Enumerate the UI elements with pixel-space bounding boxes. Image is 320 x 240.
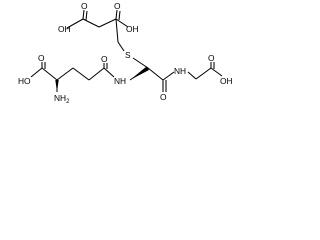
- atom-label-oh: OH: [220, 76, 233, 86]
- atom-label-oh: OH: [126, 24, 139, 34]
- atom-label-o: O: [38, 53, 45, 63]
- bond: [88, 67, 105, 81]
- atom-label-s: S: [125, 50, 131, 60]
- wedge-bond: [55, 80, 59, 92]
- atom-label-o: O: [101, 54, 108, 64]
- bond: [103, 67, 115, 78]
- atom-label-nh: NH: [174, 66, 186, 76]
- atom-label-o: O: [81, 1, 88, 11]
- bond: [115, 9, 118, 20]
- bond: [82, 9, 85, 20]
- bond: [162, 71, 175, 81]
- bond: [82, 18, 100, 28]
- bond: [30, 67, 43, 78]
- bond: [98, 18, 117, 28]
- bond: [118, 10, 121, 21]
- bond: [115, 18, 119, 43]
- chemical-structure-diagram: OH O OH O S O HO NH2 O NH O NH O OH: [18, 1, 233, 105]
- bond: [85, 10, 88, 21]
- atom-label-o: O: [160, 92, 167, 102]
- bond: [115, 18, 129, 28]
- bond: [117, 41, 125, 52]
- bond: [56, 67, 74, 81]
- atom-label-nh2: NH2: [54, 93, 70, 105]
- bond: [132, 57, 149, 69]
- bond: [187, 71, 197, 80]
- bond: [147, 67, 164, 81]
- bond: [195, 67, 212, 80]
- bond: [66, 18, 84, 29]
- structure-canvas: OH O OH O S O HO NH2 O NH O NH O OH: [0, 0, 234, 125]
- bond: [41, 67, 58, 81]
- bond: [210, 67, 223, 77]
- atom-label-o: O: [208, 53, 215, 63]
- atom-label-o: O: [114, 1, 121, 11]
- bond: [72, 67, 90, 81]
- atom-label-oh: OH: [58, 24, 71, 34]
- atom-label-nh: NH: [114, 76, 126, 86]
- wedge-bond: [130, 66, 149, 80]
- atom-label-ho: HO: [18, 76, 31, 86]
